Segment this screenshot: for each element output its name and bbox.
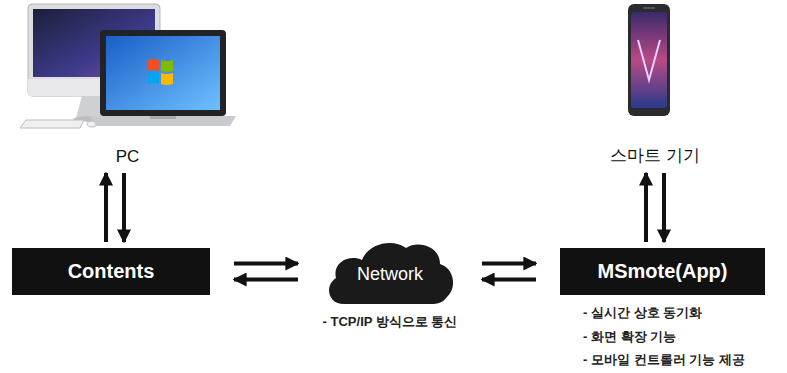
feature-bullet: - 화면 확장 기능 [583,328,676,346]
flow-arrow [122,173,126,242]
pc-illustration [20,4,236,128]
pc-figure: PC [20,2,235,167]
node-label: MSmote(App) [598,260,728,283]
network-cloud: Network [322,238,458,306]
flow-arrow [234,262,298,266]
flow-arrow [104,173,108,242]
smartphone-illustration [628,4,670,116]
node-label: Contents [68,260,155,283]
feature-bullet: - 모바일 컨트롤러 기능 제공 [583,351,745,369]
process-box: Contents [12,248,210,295]
flow-arrow [662,173,666,242]
smart-device-figure: 스마트 기기 [590,2,720,167]
node-label: 스마트 기기 [610,144,700,167]
flow-arrow [234,278,298,282]
node-label: PC [116,147,140,167]
process-box: MSmote(App) [560,248,765,295]
feature-bullet: - 실시간 상호 동기화 [583,304,702,322]
flow-arrow [482,278,536,282]
node-label: Network [357,260,423,285]
flow-arrow [644,173,648,242]
flow-arrow [482,262,536,266]
network-note: - TCP/IP 방식으로 통신 [290,313,490,331]
